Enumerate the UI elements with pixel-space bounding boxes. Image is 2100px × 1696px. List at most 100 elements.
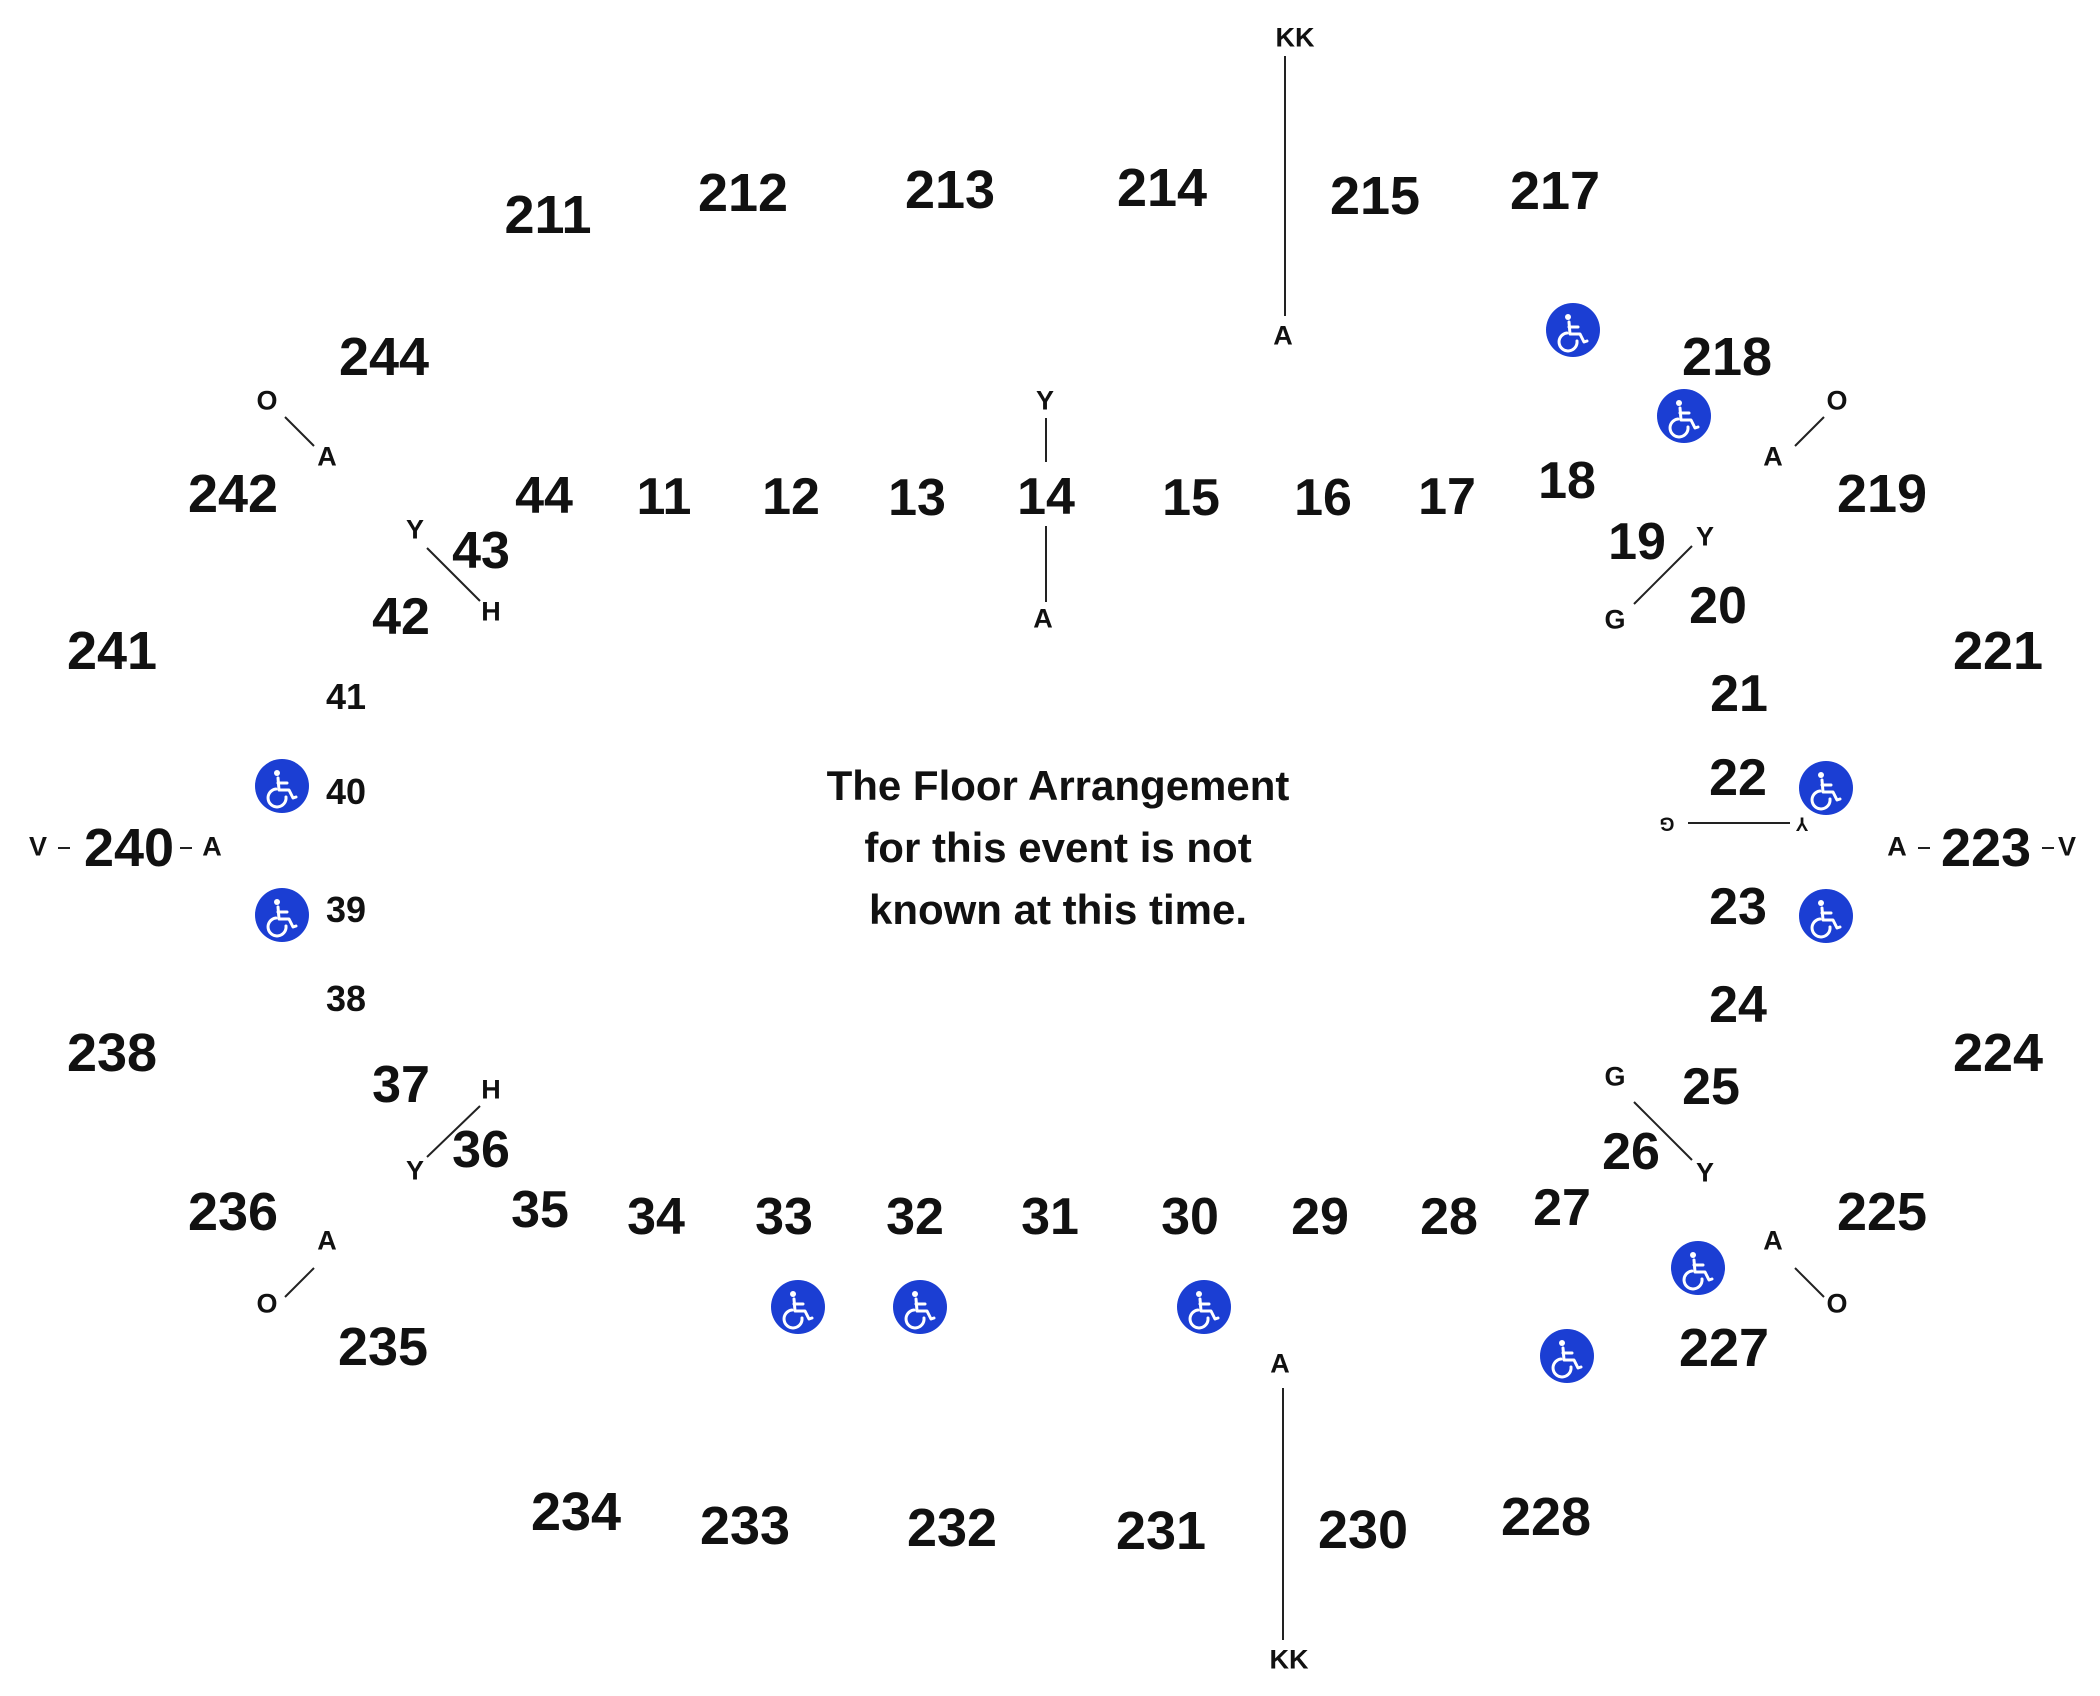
- section-15[interactable]: 15: [1162, 469, 1220, 527]
- section-212[interactable]: 212: [697, 163, 789, 223]
- section-218[interactable]: 218: [1681, 327, 1773, 387]
- wheelchair-icon[interactable]: [1799, 889, 1853, 943]
- section-22[interactable]: 22: [1709, 749, 1767, 807]
- section-17[interactable]: 17: [1418, 468, 1476, 526]
- aisle-line-lower-left: [284, 1267, 315, 1298]
- aisle-sec14-a: A: [1033, 603, 1053, 634]
- section-18[interactable]: 18: [1538, 452, 1596, 510]
- section-12[interactable]: 12: [762, 468, 820, 526]
- section-234[interactable]: 234: [530, 1482, 622, 1542]
- section-16[interactable]: 16: [1294, 469, 1352, 527]
- section-230[interactable]: 230: [1317, 1500, 1409, 1560]
- aisle-sec25-g: G: [1604, 1061, 1626, 1092]
- aisle-line-sec37: [426, 1105, 481, 1158]
- section-39[interactable]: 39: [325, 889, 367, 930]
- section-217[interactable]: 217: [1509, 161, 1601, 221]
- section-23[interactable]: 23: [1709, 878, 1767, 936]
- section-25[interactable]: 25: [1682, 1058, 1740, 1116]
- section-235[interactable]: 235: [337, 1317, 429, 1377]
- section-21[interactable]: 21: [1710, 665, 1768, 723]
- section-31[interactable]: 31: [1021, 1188, 1079, 1246]
- section-11[interactable]: 11: [636, 468, 692, 526]
- section-227[interactable]: 227: [1678, 1318, 1770, 1378]
- aisle-lower-right-o: O: [1826, 1288, 1848, 1319]
- section-42[interactable]: 42: [372, 588, 430, 646]
- wheelchair-icon[interactable]: [771, 1280, 825, 1334]
- note-line-1: The Floor Arrangement: [826, 762, 1290, 809]
- wheelchair-icon[interactable]: [1657, 389, 1711, 443]
- wheelchair-icon[interactable]: [1177, 1280, 1231, 1334]
- aisle-bottom-kk: KK: [1269, 1644, 1309, 1675]
- aisle-top-kk: KK: [1275, 22, 1315, 53]
- wheelchair-icon[interactable]: [893, 1280, 947, 1334]
- section-28[interactable]: 28: [1420, 1188, 1478, 1246]
- section-238[interactable]: 238: [66, 1023, 158, 1083]
- section-33[interactable]: 33: [755, 1188, 813, 1246]
- section-213[interactable]: 213: [904, 160, 996, 220]
- section-13[interactable]: 13: [888, 469, 946, 527]
- section-44[interactable]: 44: [515, 467, 573, 525]
- section-30[interactable]: 30: [1161, 1188, 1219, 1246]
- section-37[interactable]: 37: [372, 1056, 430, 1114]
- section-228[interactable]: 228: [1500, 1487, 1592, 1547]
- section-20[interactable]: 20: [1689, 577, 1747, 635]
- note-line-2: for this event is not: [864, 824, 1252, 871]
- section-40[interactable]: 40: [325, 771, 367, 812]
- aisle-sec37-y: Y: [405, 1155, 425, 1186]
- section-215[interactable]: 215: [1329, 166, 1421, 226]
- section-14[interactable]: 14: [1017, 468, 1075, 526]
- section-19[interactable]: 19: [1608, 513, 1666, 571]
- wheelchair-icon[interactable]: [1671, 1241, 1725, 1295]
- wheelchair-icon[interactable]: [255, 888, 309, 942]
- aisle-left-v: V: [28, 831, 48, 862]
- section-41[interactable]: 41: [325, 676, 367, 717]
- aisle-sec22-g: G: [1659, 812, 1675, 834]
- section-211[interactable]: 211: [504, 185, 592, 245]
- aisle-sec37-h: H: [481, 1074, 501, 1105]
- section-35[interactable]: 35: [511, 1181, 569, 1239]
- section-219[interactable]: 219: [1836, 464, 1928, 524]
- aisle-upper-right-o: O: [1826, 385, 1848, 416]
- section-236[interactable]: 236: [187, 1182, 279, 1242]
- aisle-bottom-a: A: [1270, 1348, 1290, 1379]
- aisle-sec22-y: Y: [1795, 812, 1809, 834]
- aisle-right-a: A: [1887, 831, 1907, 862]
- floor-arrangement-note: The Floor Arrangement for this event is …: [708, 755, 1408, 941]
- section-34[interactable]: 34: [627, 1188, 685, 1246]
- section-231[interactable]: 231: [1115, 1501, 1207, 1561]
- wheelchair-icon[interactable]: [1540, 1329, 1594, 1383]
- wheelchair-icon[interactable]: [1546, 303, 1600, 357]
- section-225[interactable]: 225: [1836, 1182, 1928, 1242]
- section-32[interactable]: 32: [886, 1188, 944, 1246]
- section-27[interactable]: 27: [1533, 1179, 1591, 1237]
- wheelchair-icon[interactable]: [1799, 761, 1853, 815]
- aisle-line-upper-left: [284, 416, 315, 447]
- aisle-sec14-y: Y: [1035, 385, 1055, 416]
- aisle-lower-left-a: A: [317, 1225, 337, 1256]
- aisle-top-a: A: [1273, 320, 1293, 351]
- aisle-line-sec25: [1633, 1101, 1693, 1161]
- section-240[interactable]: 240: [83, 818, 175, 878]
- section-244[interactable]: 244: [338, 327, 430, 387]
- note-line-3: known at this time.: [868, 886, 1248, 933]
- section-24[interactable]: 24: [1709, 976, 1767, 1034]
- aisle-sec19-y: Y: [1695, 521, 1715, 552]
- section-221[interactable]: 221: [1952, 621, 2044, 681]
- section-43[interactable]: 43: [452, 522, 510, 580]
- section-29[interactable]: 29: [1291, 1188, 1349, 1246]
- section-241[interactable]: 241: [66, 621, 158, 681]
- wheelchair-icon[interactable]: [255, 759, 309, 813]
- section-233[interactable]: 233: [699, 1496, 791, 1556]
- aisle-line-sec19: [1633, 545, 1693, 605]
- aisle-line-upper-right: [1794, 416, 1825, 447]
- section-232[interactable]: 232: [906, 1498, 998, 1558]
- aisle-sec43-h: H: [481, 596, 501, 627]
- section-38[interactable]: 38: [325, 978, 367, 1019]
- section-224[interactable]: 224: [1952, 1023, 2044, 1083]
- section-36[interactable]: 36: [452, 1121, 510, 1179]
- section-223[interactable]: 223: [1940, 818, 2032, 878]
- aisle-upper-right-a: A: [1763, 441, 1783, 472]
- section-214[interactable]: 214: [1116, 158, 1208, 218]
- section-26[interactable]: 26: [1602, 1123, 1660, 1181]
- section-242[interactable]: 242: [187, 464, 279, 524]
